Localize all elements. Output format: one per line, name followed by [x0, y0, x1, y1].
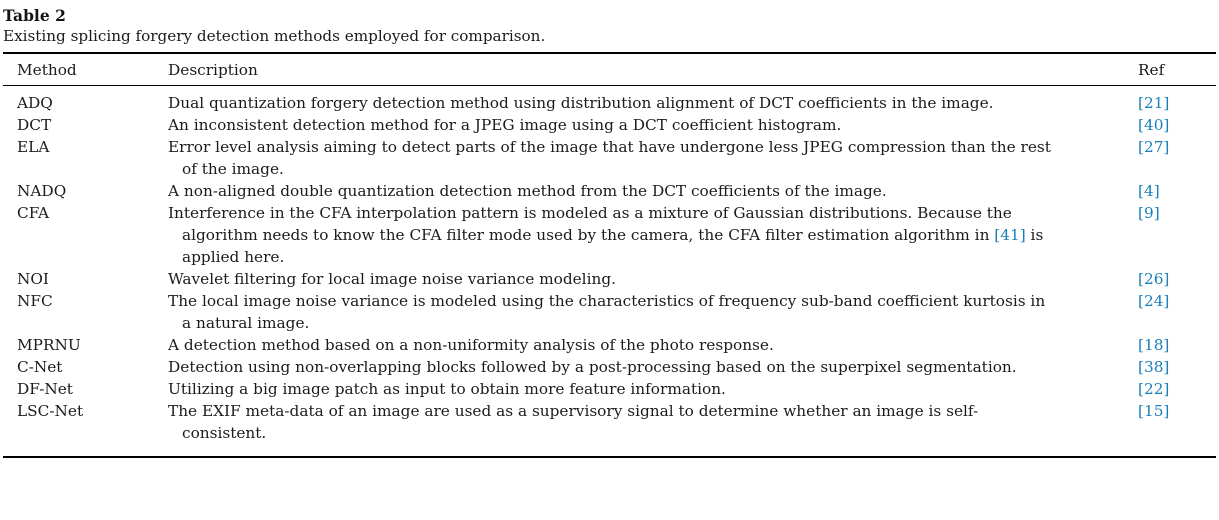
description-text: An inconsistent detection method for a J… — [168, 116, 842, 134]
table-region: Table 2 Existing splicing forgery detect… — [3, 5, 1216, 458]
column-header-ref: Ref — [1138, 53, 1216, 86]
header-row: Method Description Ref — [3, 53, 1216, 86]
method-cell: LSC-Net — [17, 402, 84, 420]
description-text: Wavelet filtering for local image noise … — [168, 270, 616, 288]
method-cell: MPRNU — [17, 336, 81, 354]
table-header: Method Description Ref — [3, 53, 1216, 86]
ref-cell: [26] — [1138, 268, 1216, 290]
citation-link[interactable]: [9] — [1138, 204, 1160, 222]
description-text-pre: Interference in the CFA interpolation pa… — [168, 204, 1012, 244]
citation-link[interactable]: [27] — [1138, 138, 1170, 156]
citation-link[interactable]: [4] — [1138, 182, 1160, 200]
description-text: A non-aligned double quantization detect… — [168, 182, 887, 200]
description-text: Detection using non-overlapping blocks f… — [168, 358, 1017, 376]
table-row-nadq: NADQ A non-aligned double quantization d… — [3, 180, 1216, 202]
ref-cell: [18] — [1138, 334, 1216, 356]
method-cell: ADQ — [17, 94, 53, 112]
description-text: A detection method based on a non-unifor… — [168, 336, 774, 354]
ref-cell: [15] — [1138, 400, 1216, 457]
description-text: Dual quantization forgery detection meth… — [168, 94, 994, 112]
description-text: The EXIF meta-data of an image are used … — [168, 402, 979, 442]
method-cell: CFA — [17, 204, 50, 222]
ref-cell: [27] — [1138, 136, 1216, 180]
ref-cell: [22] — [1138, 378, 1216, 400]
citation-link[interactable]: [21] — [1138, 94, 1170, 112]
table-row-cfa: CFA Interference in the CFA interpolatio… — [3, 202, 1216, 268]
description-cell: Detection using non-overlapping blocks f… — [168, 356, 1138, 378]
method-cell: NFC — [17, 292, 53, 310]
description-text-post: is applied here. — [182, 226, 1044, 266]
ref-cell: [38] — [1138, 356, 1216, 378]
citation-link[interactable]: [24] — [1138, 292, 1170, 310]
table-caption: Existing splicing forgery detection meth… — [3, 27, 546, 45]
table-row-cnet: C-Net Detection using non-overlapping bl… — [3, 356, 1216, 378]
method-cell: NADQ — [17, 182, 67, 200]
table-row-noi: NOI Wavelet filtering for local image no… — [3, 268, 1216, 290]
table-body: ADQ Dual quantization forgery detection … — [3, 86, 1216, 458]
method-cell: NOI — [17, 270, 49, 288]
table-row-dfnet: DF-Net Utilizing a big image patch as in… — [3, 378, 1216, 400]
table-row-mprnu: MPRNU A detection method based on a non-… — [3, 334, 1216, 356]
method-cell: DCT — [17, 116, 52, 134]
description-cell: Interference in the CFA interpolation pa… — [168, 202, 1138, 268]
ref-cell: [21] — [1138, 86, 1216, 115]
table-row-lscnet: LSC-Net The EXIF meta-data of an image a… — [3, 400, 1216, 457]
citation-link[interactable]: [22] — [1138, 380, 1170, 398]
inline-citation-link[interactable]: [41] — [994, 226, 1026, 244]
ref-cell: [24] — [1138, 290, 1216, 334]
description-text: Error level analysis aiming to detect pa… — [168, 138, 1051, 178]
method-cell: ELA — [17, 138, 50, 156]
description-cell: Utilizing a big image patch as input to … — [168, 378, 1138, 400]
description-text: The local image noise variance is modele… — [168, 292, 1046, 332]
column-header-description: Description — [168, 53, 1138, 86]
ref-cell: [9] — [1138, 202, 1216, 268]
description-cell: The local image noise variance is modele… — [168, 290, 1138, 334]
ref-cell: [40] — [1138, 114, 1216, 136]
table-row-dct: DCT An inconsistent detection method for… — [3, 114, 1216, 136]
description-cell: Error level analysis aiming to detect pa… — [168, 136, 1138, 180]
description-cell: Wavelet filtering for local image noise … — [168, 268, 1138, 290]
table-row-nfc: NFC The local image noise variance is mo… — [3, 290, 1216, 334]
ref-cell: [4] — [1138, 180, 1216, 202]
method-cell: C-Net — [17, 358, 63, 376]
citation-link[interactable]: [15] — [1138, 402, 1170, 420]
description-text: Utilizing a big image patch as input to … — [168, 380, 726, 398]
description-text: Interference in the CFA interpolation pa… — [168, 202, 1052, 268]
table-row-adq: ADQ Dual quantization forgery detection … — [3, 86, 1216, 115]
description-cell: Dual quantization forgery detection meth… — [168, 86, 1138, 115]
citation-link[interactable]: [26] — [1138, 270, 1170, 288]
citation-link[interactable]: [38] — [1138, 358, 1170, 376]
citation-link[interactable]: [18] — [1138, 336, 1170, 354]
description-cell: An inconsistent detection method for a J… — [168, 114, 1138, 136]
citation-link[interactable]: [40] — [1138, 116, 1170, 134]
column-header-method: Method — [3, 53, 168, 86]
table-row-ela: ELA Error level analysis aiming to detec… — [3, 136, 1216, 180]
comparison-methods-table: Method Description Ref ADQ Dual quantiza… — [3, 52, 1216, 458]
description-cell: The EXIF meta-data of an image are used … — [168, 400, 1138, 457]
table-title: Table 2 — [3, 6, 66, 25]
method-cell: DF-Net — [17, 380, 73, 398]
description-cell: A detection method based on a non-unifor… — [168, 334, 1138, 356]
description-cell: A non-aligned double quantization detect… — [168, 180, 1138, 202]
